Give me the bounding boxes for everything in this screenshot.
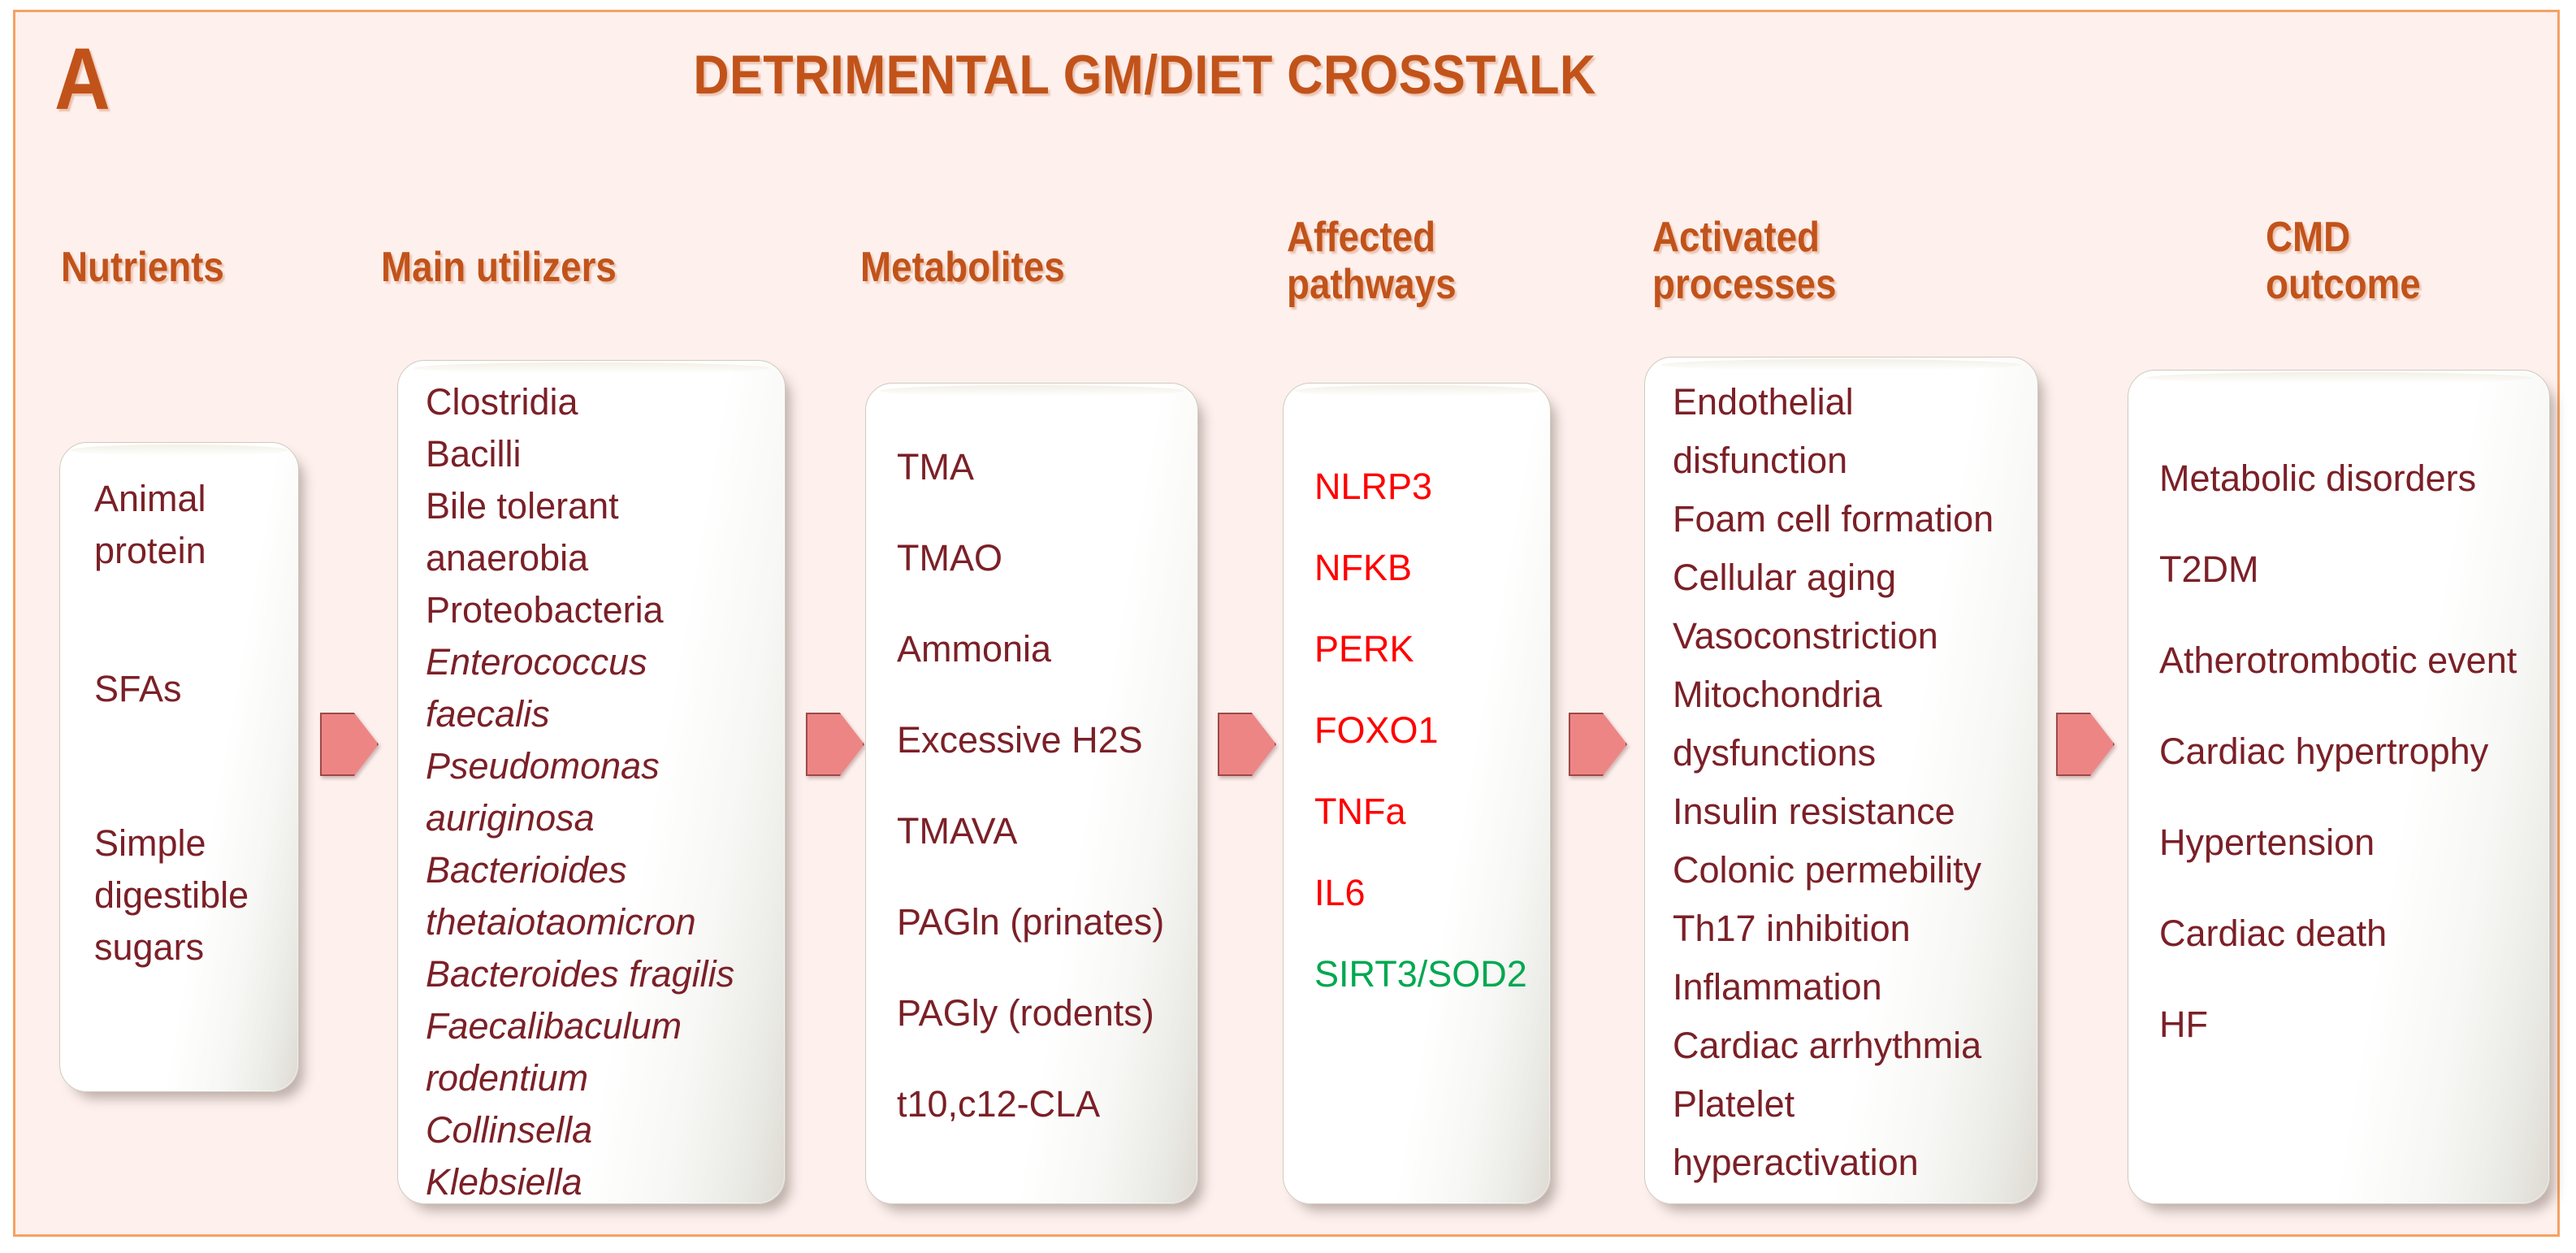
box-nutrients: Animal protein SFAs Simple digestible su… bbox=[59, 442, 299, 1092]
list-item: Bacilli bbox=[426, 433, 522, 475]
list-item: FOXO1 bbox=[1314, 709, 1439, 751]
box-main-utilizers-content: Clostridia Bacilli Bile tolerant anaerob… bbox=[398, 361, 785, 1203]
arrow-right-icon bbox=[1569, 713, 1627, 776]
box-metabolites: TMA TMAO Ammonia Excessive H2S TMAVA PAG… bbox=[865, 383, 1198, 1204]
list-item: TNFa bbox=[1314, 791, 1406, 832]
list-item: Cardiac death bbox=[2159, 913, 2388, 954]
list-item: Cellular aging bbox=[1673, 557, 1897, 598]
list-item: Excessive H2S bbox=[897, 719, 1143, 761]
list-item: Th17 inhibition bbox=[1673, 908, 1911, 949]
list-item: TMAVA bbox=[897, 810, 1018, 852]
list-item: digestible bbox=[94, 874, 249, 916]
list-item: PERK bbox=[1314, 628, 1414, 670]
list-item: T2DM bbox=[2159, 548, 2259, 590]
box-activated-processes-content: Endothelial disfunction Foam cell format… bbox=[1645, 358, 2037, 1203]
list-item: Cardiac hypertrophy bbox=[2159, 731, 2489, 772]
list-item: NLRP3 bbox=[1314, 466, 1433, 507]
list-item: Platelet bbox=[1673, 1083, 1795, 1125]
list-item: Faecalibaculum bbox=[426, 1005, 682, 1047]
list-item: Clostridia bbox=[426, 381, 578, 423]
column-header-affected-pathways: Affected pathways bbox=[1287, 214, 1457, 309]
list-item: NFKB bbox=[1314, 547, 1413, 588]
column-header-activated-processes: Activated processes bbox=[1652, 214, 1837, 309]
box-cmd-outcome-content: Metabolic disorders T2DM Atherotrombotic… bbox=[2128, 371, 2549, 1203]
box-metabolites-content: TMA TMAO Ammonia Excessive H2S TMAVA PAG… bbox=[866, 384, 1197, 1203]
list-item: SFAs bbox=[94, 668, 182, 709]
list-item: faecalis bbox=[426, 693, 550, 735]
list-item: sugars bbox=[94, 926, 205, 968]
box-main-utilizers: Clostridia Bacilli Bile tolerant anaerob… bbox=[397, 360, 786, 1204]
list-item: protein bbox=[94, 530, 206, 571]
list-item: Klebsiella bbox=[426, 1161, 582, 1203]
box-nutrients-content: Animal protein SFAs Simple digestible su… bbox=[60, 443, 298, 1091]
list-item: Inflammation bbox=[1673, 966, 1882, 1008]
panel-label-a: A bbox=[54, 29, 110, 128]
list-item: Atherotrombotic event bbox=[2159, 640, 2518, 681]
column-header-main-utilizers: Main utilizers bbox=[381, 244, 617, 291]
list-item: Cardiac arrhythmia bbox=[1673, 1025, 1982, 1066]
column-header-metabolites: Metabolites bbox=[860, 244, 1065, 291]
list-item: Mitochondria bbox=[1673, 674, 1882, 715]
list-item: dysfunctions bbox=[1673, 732, 1877, 774]
list-item: Ammonia bbox=[897, 628, 1052, 670]
list-item: IL6 bbox=[1314, 872, 1366, 913]
list-item: Bile tolerant bbox=[426, 485, 619, 527]
list-item: PAGln (prinates) bbox=[897, 901, 1165, 943]
list-item: anaerobia bbox=[426, 537, 589, 579]
list-item: TMA bbox=[897, 446, 974, 488]
list-item: TMAO bbox=[897, 537, 1002, 579]
list-item: SIRT3/SOD2 bbox=[1314, 953, 1527, 995]
list-item: Enterococcus bbox=[426, 641, 647, 683]
list-item: Animal bbox=[94, 478, 206, 519]
list-item: t10,c12-CLA bbox=[897, 1083, 1101, 1125]
list-item: disfunction bbox=[1673, 440, 1848, 481]
list-item: Proteobacteria bbox=[426, 589, 664, 631]
list-item: Simple bbox=[94, 822, 206, 864]
column-header-cmd-outcome: CMD outcome bbox=[2266, 214, 2421, 309]
list-item: rodentium bbox=[426, 1057, 589, 1099]
arrow-right-icon bbox=[320, 713, 379, 776]
list-item: Pseudomonas bbox=[426, 745, 660, 787]
box-cmd-outcome: Metabolic disorders T2DM Atherotrombotic… bbox=[2128, 370, 2550, 1204]
box-affected-pathways: NLRP3 NFKB PERK FOXO1 TNFa IL6 SIRT3/SOD… bbox=[1283, 383, 1551, 1204]
column-header-nutrients: Nutrients bbox=[61, 244, 224, 291]
list-item: Vasoconstriction bbox=[1673, 615, 1938, 657]
box-activated-processes: Endothelial disfunction Foam cell format… bbox=[1644, 357, 2038, 1204]
box-affected-pathways-content: NLRP3 NFKB PERK FOXO1 TNFa IL6 SIRT3/SOD… bbox=[1284, 384, 1550, 1203]
list-item: auriginosa bbox=[426, 797, 595, 839]
list-item: Metabolic disorders bbox=[2159, 457, 2477, 499]
list-item: Foam cell formation bbox=[1673, 498, 1994, 540]
arrow-right-icon bbox=[2056, 713, 2115, 776]
list-item: thetaiotaomicron bbox=[426, 901, 696, 943]
list-item: Bacterioides bbox=[426, 849, 627, 891]
list-item: Collinsella bbox=[426, 1109, 593, 1151]
list-item: Endothelial bbox=[1673, 381, 1854, 423]
list-item: Insulin resistance bbox=[1673, 791, 1955, 832]
list-item: Bacteroides fragilis bbox=[426, 953, 735, 995]
list-item: Hypertension bbox=[2159, 822, 2375, 863]
arrow-right-icon bbox=[1218, 713, 1276, 776]
list-item: HF bbox=[2159, 1004, 2208, 1045]
list-item: Colonic permebility bbox=[1673, 849, 1982, 891]
list-item: PAGly (rodents) bbox=[897, 992, 1154, 1034]
list-item: hyperactivation bbox=[1673, 1142, 1919, 1183]
arrow-right-icon bbox=[806, 713, 864, 776]
panel-title: DETRIMENTAL GM/DIET CROSSTALK bbox=[693, 44, 1596, 106]
panel-background: A DETRIMENTAL GM/DIET CROSSTALK Nutrient… bbox=[13, 10, 2560, 1237]
